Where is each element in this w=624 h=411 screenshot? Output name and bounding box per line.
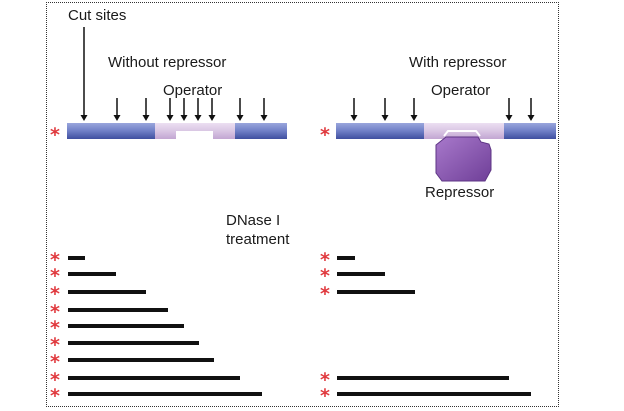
strand-end-marker: * <box>50 124 60 146</box>
cut-site-arrow <box>194 98 202 121</box>
dna-fragment <box>68 256 85 260</box>
operator-notch <box>176 131 213 140</box>
operator-label-left: Operator <box>163 82 223 99</box>
fragment-end-marker: * <box>50 317 60 339</box>
cut-site-arrow <box>410 98 418 121</box>
dna-fragment <box>68 308 168 312</box>
cut-site-arrow <box>80 69 88 121</box>
cut-site-arrow <box>260 98 268 121</box>
dna-fragment <box>68 392 262 396</box>
figure-frame <box>46 2 559 407</box>
repressor-label: Repressor <box>425 184 495 201</box>
strand-end-marker: * <box>320 124 330 146</box>
cut-site-arrow <box>381 98 389 121</box>
dna-fragment <box>68 376 240 380</box>
cut-site-arrow <box>208 98 216 121</box>
cut-site-arrow <box>505 98 513 121</box>
cut-site-arrow <box>142 98 150 121</box>
fragment-end-marker: * <box>320 265 330 287</box>
fragment-end-marker: * <box>50 385 60 407</box>
fragment-end-marker: * <box>50 351 60 373</box>
strand-end-markers: ** <box>50 124 330 146</box>
fragments-with-repressor: ***** <box>320 249 531 407</box>
cut-sites-label: Cut sites <box>68 7 127 24</box>
fragment-end-marker: * <box>50 334 60 356</box>
dna-fragment <box>68 272 116 276</box>
dna-fragment <box>337 290 415 294</box>
fragment-end-marker: * <box>320 369 330 391</box>
fragment-end-marker: * <box>320 385 330 407</box>
fragment-end-marker: * <box>50 265 60 287</box>
dna-fragment <box>337 392 531 396</box>
dna-fragment <box>337 272 385 276</box>
cut-site-arrow <box>180 98 188 121</box>
dna-fragment <box>68 290 146 294</box>
cut-site-arrow <box>236 98 244 121</box>
fragment-end-marker: * <box>50 283 60 305</box>
cut-site-arrow <box>527 98 535 121</box>
fragment-end-marker: * <box>50 369 60 391</box>
cut-site-arrows-without-repressor <box>80 69 268 121</box>
dnase-treatment-line2: treatment <box>226 231 290 248</box>
fragment-end-marker: * <box>320 249 330 271</box>
cut-site-arrow <box>166 98 174 121</box>
cut-site-arrow <box>350 98 358 121</box>
dna-strand-without-repressor <box>67 123 287 140</box>
fragments-without-repressor: ********* <box>50 249 262 407</box>
operator-label-right: Operator <box>431 82 491 99</box>
dna-fragment <box>337 256 355 260</box>
cut-site-arrows-with-repressor <box>350 98 535 121</box>
repressor-protein <box>435 130 492 182</box>
cut-site-arrow <box>113 98 121 121</box>
dna-fragment <box>68 341 199 345</box>
dna-fragment <box>68 358 214 362</box>
fragment-end-marker: * <box>50 301 60 323</box>
dnase-treatment-line1: DNase I <box>226 212 281 229</box>
fragment-end-marker: * <box>320 283 330 305</box>
with-repressor-label: With repressor <box>409 54 507 71</box>
fragment-end-marker: * <box>50 249 60 271</box>
dna-fragment <box>337 376 509 380</box>
dna-fragment <box>68 324 184 328</box>
without-repressor-label: Without repressor <box>108 54 227 71</box>
